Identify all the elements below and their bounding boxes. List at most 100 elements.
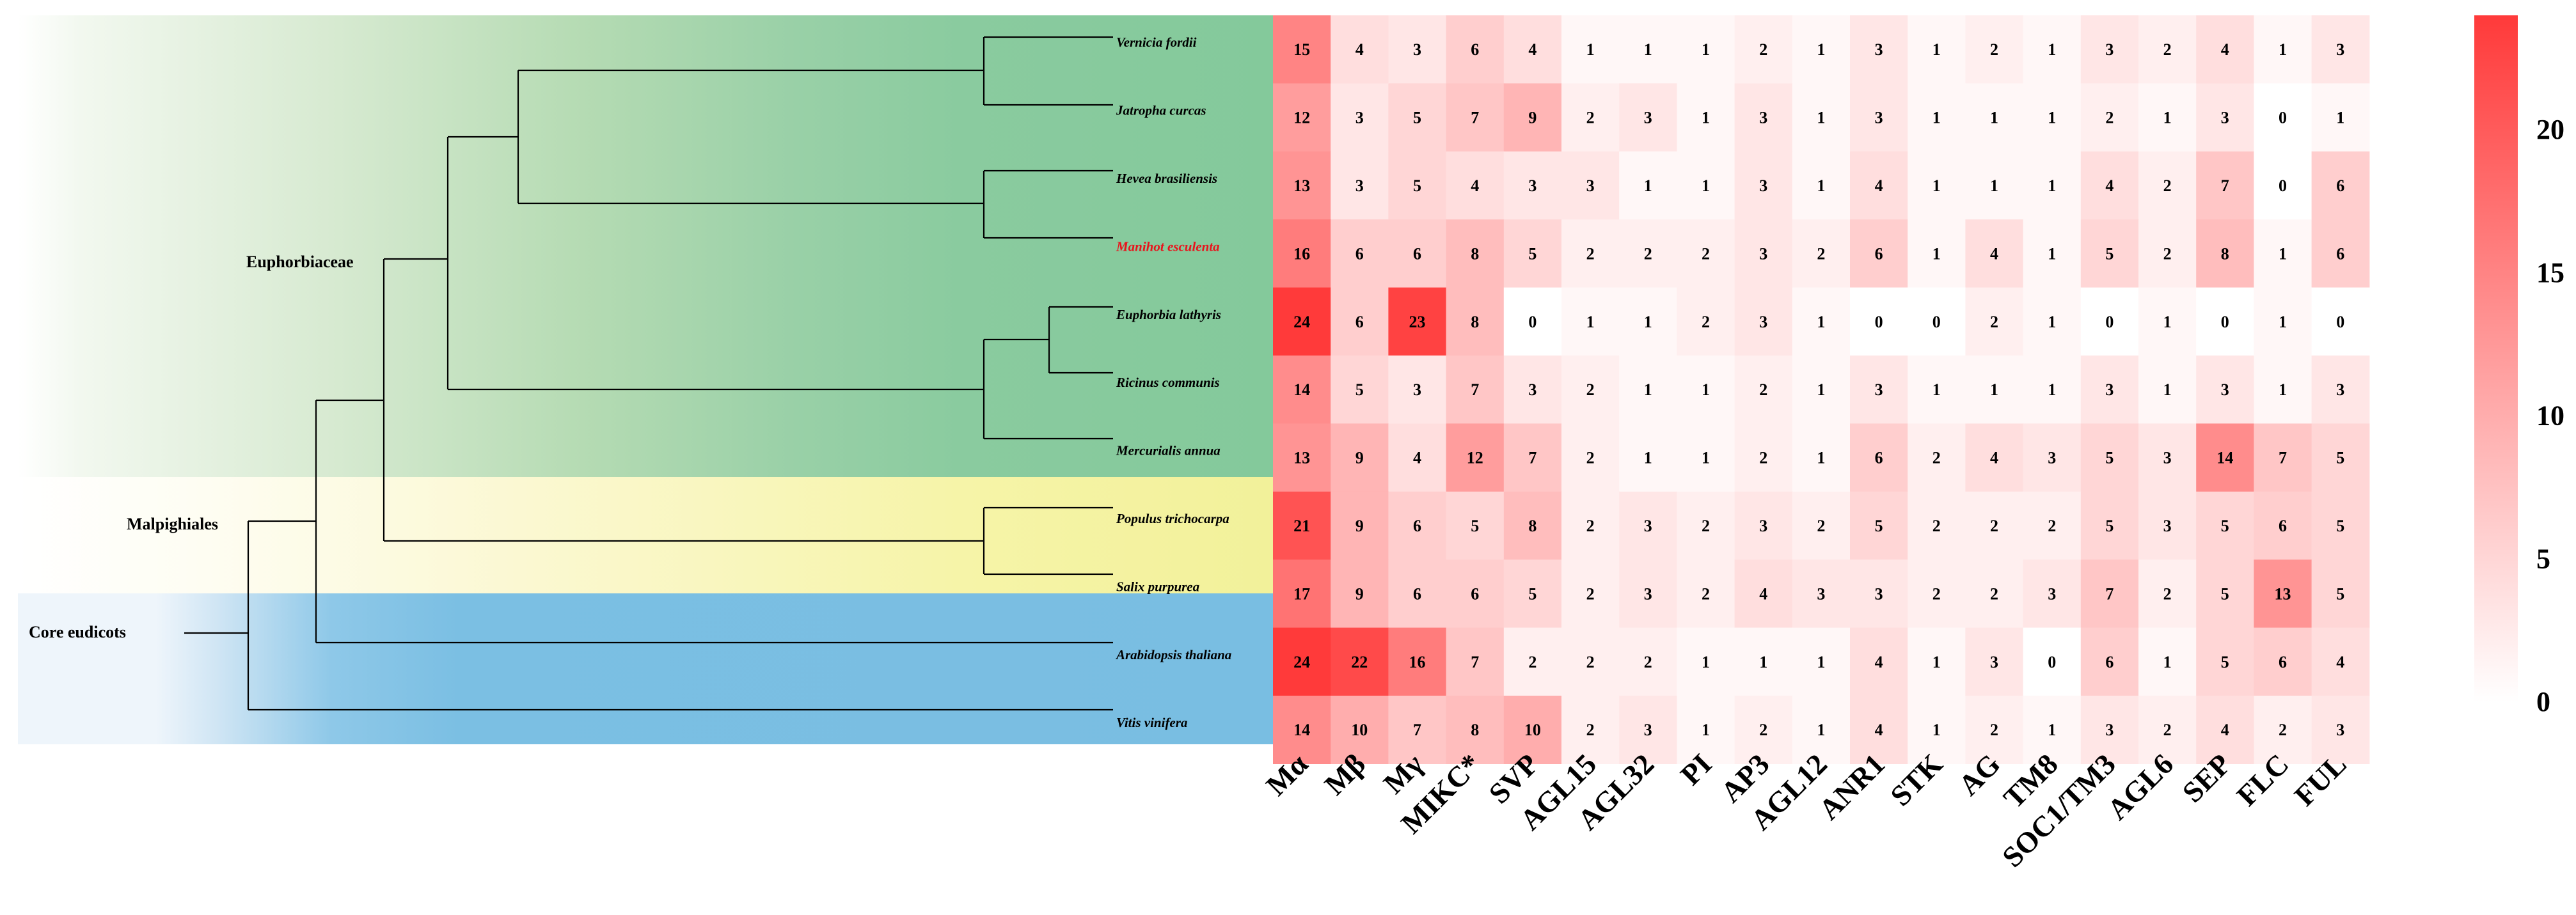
heatmap-cell xyxy=(1273,15,1331,84)
heatmap-cell xyxy=(1388,219,1447,288)
heatmap-cell xyxy=(2023,559,2082,629)
cell-value-label: 2 xyxy=(1990,584,1998,603)
heatmap-cell xyxy=(1388,356,1447,424)
cell-value-label: 2 xyxy=(1586,653,1595,671)
cell-value-label: 3 xyxy=(1817,584,1825,603)
cell-value-label: 17 xyxy=(1293,584,1310,603)
cell-value-label: 3 xyxy=(1759,313,1767,331)
cell-value-label: 1 xyxy=(2163,109,2172,127)
cell-value-label: 9 xyxy=(1355,584,1364,603)
heatmap-cell xyxy=(2080,423,2139,492)
clade-label-core-eudicots: Core eudicots xyxy=(29,623,126,641)
heatmap-cell xyxy=(1503,83,1562,152)
heatmap-cell xyxy=(2254,15,2312,84)
cell-value-label: 1 xyxy=(1702,109,1710,127)
heatmap-cell xyxy=(2023,356,2082,424)
heatmap-cell xyxy=(1331,627,1389,696)
cell-value-label: 16 xyxy=(1293,244,1310,263)
heatmap-cell xyxy=(1503,219,1562,288)
cell-value-label: 3 xyxy=(1355,176,1364,195)
cell-value-label: 1 xyxy=(2048,176,2056,195)
species-label-vitis-vinifera: Vitis vinifera xyxy=(1116,715,1187,730)
cell-value-label: 2 xyxy=(1586,584,1595,603)
heatmap-cell xyxy=(1734,696,1793,764)
heatmap-cell xyxy=(1734,287,1793,356)
heatmap-cell xyxy=(1965,287,2024,356)
heatmap-cell xyxy=(1446,151,1505,220)
cell-value-label: 3 xyxy=(1644,584,1652,603)
cell-value-label: 2 xyxy=(2163,40,2172,59)
cell-value-label: 5 xyxy=(1413,109,1421,127)
cell-value-label: 10 xyxy=(1524,721,1541,739)
cell-value-label: 2 xyxy=(1702,584,1710,603)
colorbar-tick-label: 20 xyxy=(2536,114,2564,145)
heatmap-cell xyxy=(1677,491,1735,560)
heatmap-cell xyxy=(1792,423,1851,492)
cell-value-label: 2 xyxy=(1932,584,1941,603)
heatmap-cell xyxy=(1331,83,1389,152)
cell-value-label: 3 xyxy=(1413,380,1421,399)
cell-value-label: 2 xyxy=(1528,653,1537,671)
heatmap-cell xyxy=(1965,83,2024,152)
cell-value-label: 6 xyxy=(1875,449,1883,467)
heatmap-cell xyxy=(1792,491,1851,560)
heatmap-cell xyxy=(1561,151,1620,220)
cell-value-label: 5 xyxy=(1355,380,1364,399)
heatmap-cell xyxy=(2080,151,2139,220)
cell-value-label: 1 xyxy=(1932,380,1941,399)
cell-value-label: 1 xyxy=(1817,109,1825,127)
heatmap-cell xyxy=(1908,219,1966,288)
cell-value-label: 5 xyxy=(1471,517,1479,535)
heatmap-cell xyxy=(2196,287,2254,356)
heatmap-cell xyxy=(1792,15,1851,84)
cell-value-label: 6 xyxy=(1413,517,1421,535)
cell-value-label: 4 xyxy=(2221,721,2229,739)
cell-value-label: 5 xyxy=(1413,176,1421,195)
cell-value-label: 1 xyxy=(2048,244,2056,263)
cell-value-label: 4 xyxy=(1413,449,1421,467)
cell-value-label: 1 xyxy=(1990,109,1998,127)
cell-value-label: 3 xyxy=(1875,380,1883,399)
heatmap-cell xyxy=(1908,151,1966,220)
heatmap-cell xyxy=(1792,83,1851,152)
cell-value-label: 1 xyxy=(2048,109,2056,127)
cell-value-label: 0 xyxy=(2336,313,2344,331)
cell-value-label: 2 xyxy=(1702,517,1710,535)
heatmap-cell xyxy=(1965,219,2024,288)
cell-value-label: 7 xyxy=(2221,176,2229,195)
heatmap-cell xyxy=(2023,83,2082,152)
heatmap-cell xyxy=(2196,559,2254,629)
cell-value-label: 8 xyxy=(1471,244,1479,263)
heatmap-cell xyxy=(2138,559,2197,629)
heatmap-cell xyxy=(2138,491,2197,560)
heatmap-cell xyxy=(1503,15,1562,84)
cell-value-label: 3 xyxy=(1413,40,1421,59)
cell-value-label: 5 xyxy=(2105,517,2114,535)
cell-value-label: 2 xyxy=(1702,313,1710,331)
cell-value-label: 2 xyxy=(1990,721,1998,739)
cell-value-label: 2 xyxy=(1759,721,1767,739)
cell-value-label: 3 xyxy=(1875,40,1883,59)
heatmap-cell xyxy=(1677,287,1735,356)
heatmap-cell xyxy=(1561,83,1620,152)
heatmap-cell xyxy=(1388,559,1447,629)
heatmap-cell xyxy=(2311,356,2370,424)
cell-value-label: 1 xyxy=(1932,40,1941,59)
cell-value-label: 1 xyxy=(2279,380,2287,399)
cell-value-label: 5 xyxy=(2221,584,2229,603)
heatmap-cell xyxy=(1908,696,1966,764)
cell-value-label: 0 xyxy=(2048,653,2056,671)
cell-value-label: 1 xyxy=(1817,176,1825,195)
heatmap-cell xyxy=(1792,696,1851,764)
heatmap-cell xyxy=(1388,423,1447,492)
heatmap-cell xyxy=(1561,423,1620,492)
heatmap-cell xyxy=(1446,559,1505,629)
heatmap-cell xyxy=(1446,627,1505,696)
heatmap-cell xyxy=(1503,627,1562,696)
heatmap-cell xyxy=(1561,356,1620,424)
cell-value-label: 5 xyxy=(2105,449,2114,467)
heatmap-cell xyxy=(1619,219,1677,288)
cell-value-label: 1 xyxy=(1817,653,1825,671)
